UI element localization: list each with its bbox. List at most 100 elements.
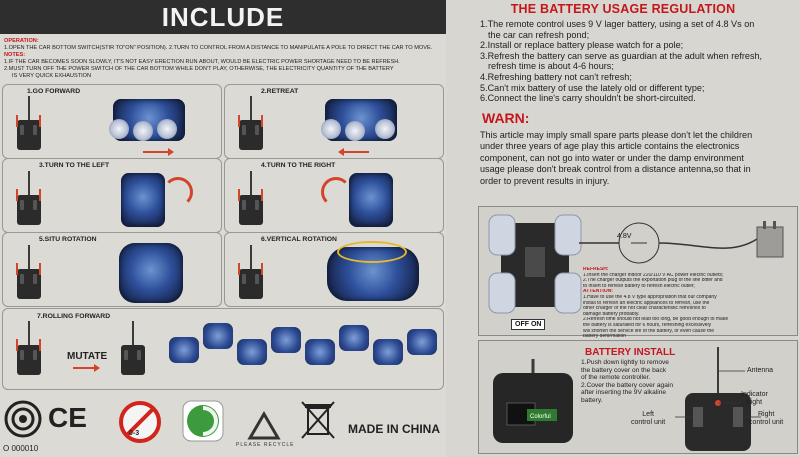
product-code: O 000010 [3,444,39,453]
charger-cable-icon [579,221,784,264]
stunt-car-image [169,337,199,363]
instruction-title: 5.SITU ROTATION [39,236,97,243]
refresh-line: to insert to refresh battery to refresh … [583,283,695,289]
made-in-china: MADE IN CHINA [348,422,440,436]
warn-text: This article may imply small spare parts… [480,130,798,187]
recycle-icon [247,411,281,440]
battery-usage-title: THE BATTERY USAGE REGULATION [510,2,736,16]
install-line: after inserting the 9V alkaline [581,389,667,396]
stunt-car-image [305,339,335,365]
attention-label: ATTENTION: [583,289,613,295]
svg-text:Colorful: Colorful [530,414,551,420]
weee-bin-icon [301,401,335,439]
instruction-rolling-forward: 7.ROLLING FORWARD MUTATE [2,308,444,390]
stunt-car-image [119,243,183,303]
remote-control-icon [239,245,263,299]
warn-line: order to prevent results in injury. [480,175,610,186]
arrow-right-icon [143,148,174,156]
include-panel: INCLUDE OPERATION: 1.OPEN THE CAR BOTTOM… [0,0,446,457]
remote-control-icon [121,321,145,375]
remote-control-icon [239,96,263,150]
power-switch: OFF ON [511,319,546,330]
please-recycle-label: PLEASE RECYCLE [236,442,295,448]
instruction-title: 6.VERTICAL ROTATION [261,236,337,243]
rule-line: 1.The remote control uses 9 V lager batt… [480,19,755,29]
arrow-right-icon [73,364,100,372]
antenna-label: Antenna [747,367,774,374]
ccc-mark-icon [4,400,42,438]
install-line: 1.Push down lightly to remove [581,359,669,366]
stunt-car-image [339,325,369,351]
attention-line: will shorten the service life of the bat… [583,328,715,334]
stunt-car-image [407,329,437,355]
callout-lines [675,370,761,418]
turn-arrow-icon [321,177,351,207]
mutate-label: MUTATE [67,351,108,362]
instruction-retreat: 2.RETREAT [224,84,444,159]
warn-title: WARN: [482,110,530,126]
left-control-unit-label: Left control unit [631,411,666,426]
stunt-car-image [373,339,403,365]
age-label: 0-3 [129,430,140,437]
remote-front-image [685,347,751,451]
attention-line: battery deformation [583,334,627,340]
rule-line: 6.Connect the line's carry shouldn't be … [480,93,696,104]
remote-control-icon [17,245,41,299]
instruction-turn-right: 4.TURN TO THE RIGHT [224,158,444,233]
warn-line: component, can not go into water or unde… [480,152,744,163]
ce-mark: CE [48,402,87,433]
operation-label: OPERATION: [4,38,39,44]
battery-install-diagram: Colorful BATTERY INSTALL 1.Push down lig… [478,340,798,454]
rule-line: the car can refresh pond; [488,29,590,40]
attention-line: 2.Refresh time should not lead too long,… [583,317,729,323]
stunt-car-image [121,173,165,227]
right-control-unit-label: Right control unit [749,411,784,426]
stunt-car-image [349,173,393,227]
install-line: the battery cover on the back [581,366,667,374]
arrow-left-icon [338,148,369,156]
warn-line: usage please don't break control from a … [480,164,751,175]
car-underside-image [488,214,582,314]
notes-label: NOTES: [4,52,26,58]
remote-control-icon [17,171,41,225]
instruction-title: 1.GO FORWARD [27,88,81,95]
rule-line: refresh time is about 4-6 hours; [488,61,614,72]
instruction-go-forward: 1.GO FORWARD [2,84,222,159]
remote-control-icon [17,321,41,375]
instruction-title: 3.TURN TO THE LEFT [39,162,110,169]
age-warning-icon [119,401,161,443]
battery-rules: 1.The remote control uses 9 V lager batt… [480,19,798,104]
attention-line: damage battery probably. [583,311,640,317]
notes-line: IS VERY QUICK EXHAUSTION [12,73,92,79]
instruction-turn-left: 3.TURN TO THE LEFT [2,158,222,233]
battery-install-title: BATTERY INSTALL [585,347,676,358]
stunt-car-image [203,323,233,349]
stunt-car-image [237,339,267,365]
battery-panel: THE BATTERY USAGE REGULATION 1.The remot… [446,0,800,457]
turn-arrow-icon [163,177,193,207]
attention-line: 1.Have to use the 4.8 V type appropriati… [583,294,717,300]
refresh-label: REFRESH: [583,267,609,272]
rotation-ring-icon [337,241,407,263]
instruction-title: 7.ROLLING FORWARD [37,313,111,320]
instruction-vertical-rotation: 6.VERTICAL ROTATION [224,232,444,307]
attention-line: install to refresh an electric appliance… [583,300,710,306]
install-line: 2.Cover the battery cover again [581,381,673,389]
notes-line: 1.IF THE CAR BECOMES SOON SLOWLY, IT'S N… [4,59,400,65]
charging-diagram: 4.8V OFF ON REFRESH: 1.Insert the charge… [478,206,798,339]
rule-line: 3.Refresh the battery can serve as guard… [480,50,763,61]
operation-text: 1.OPEN THE CAR BOTTOM SWITCH(STIR TO"ON"… [4,45,433,51]
operation-notes: OPERATION: 1.OPEN THE CAR BOTTOM SWITCH(… [4,38,444,80]
remote-control-icon [239,171,263,225]
refresh-instructions: REFRESH: 1.Insert the charger indoor 220… [583,267,797,340]
install-line: battery. [581,396,603,404]
refresh-line: 2.The charger outputs the exportation pl… [583,278,723,284]
install-line: of the remote controller. [581,374,651,381]
refresh-line: 1.Insert the charger indoor 220/110 V AC… [583,272,724,278]
include-header: INCLUDE [0,0,446,34]
voltage-label: 4.8V [617,233,632,240]
attention-line: the battery is saturated for 6 hours, re… [583,322,712,328]
certification-icons: CE 0-3 PLEASE RECYCLE MADE IN CHINA O 00… [0,392,446,457]
remote-control-icon [17,96,41,150]
rule-line: 2.Install or replace battery please watc… [480,40,684,51]
